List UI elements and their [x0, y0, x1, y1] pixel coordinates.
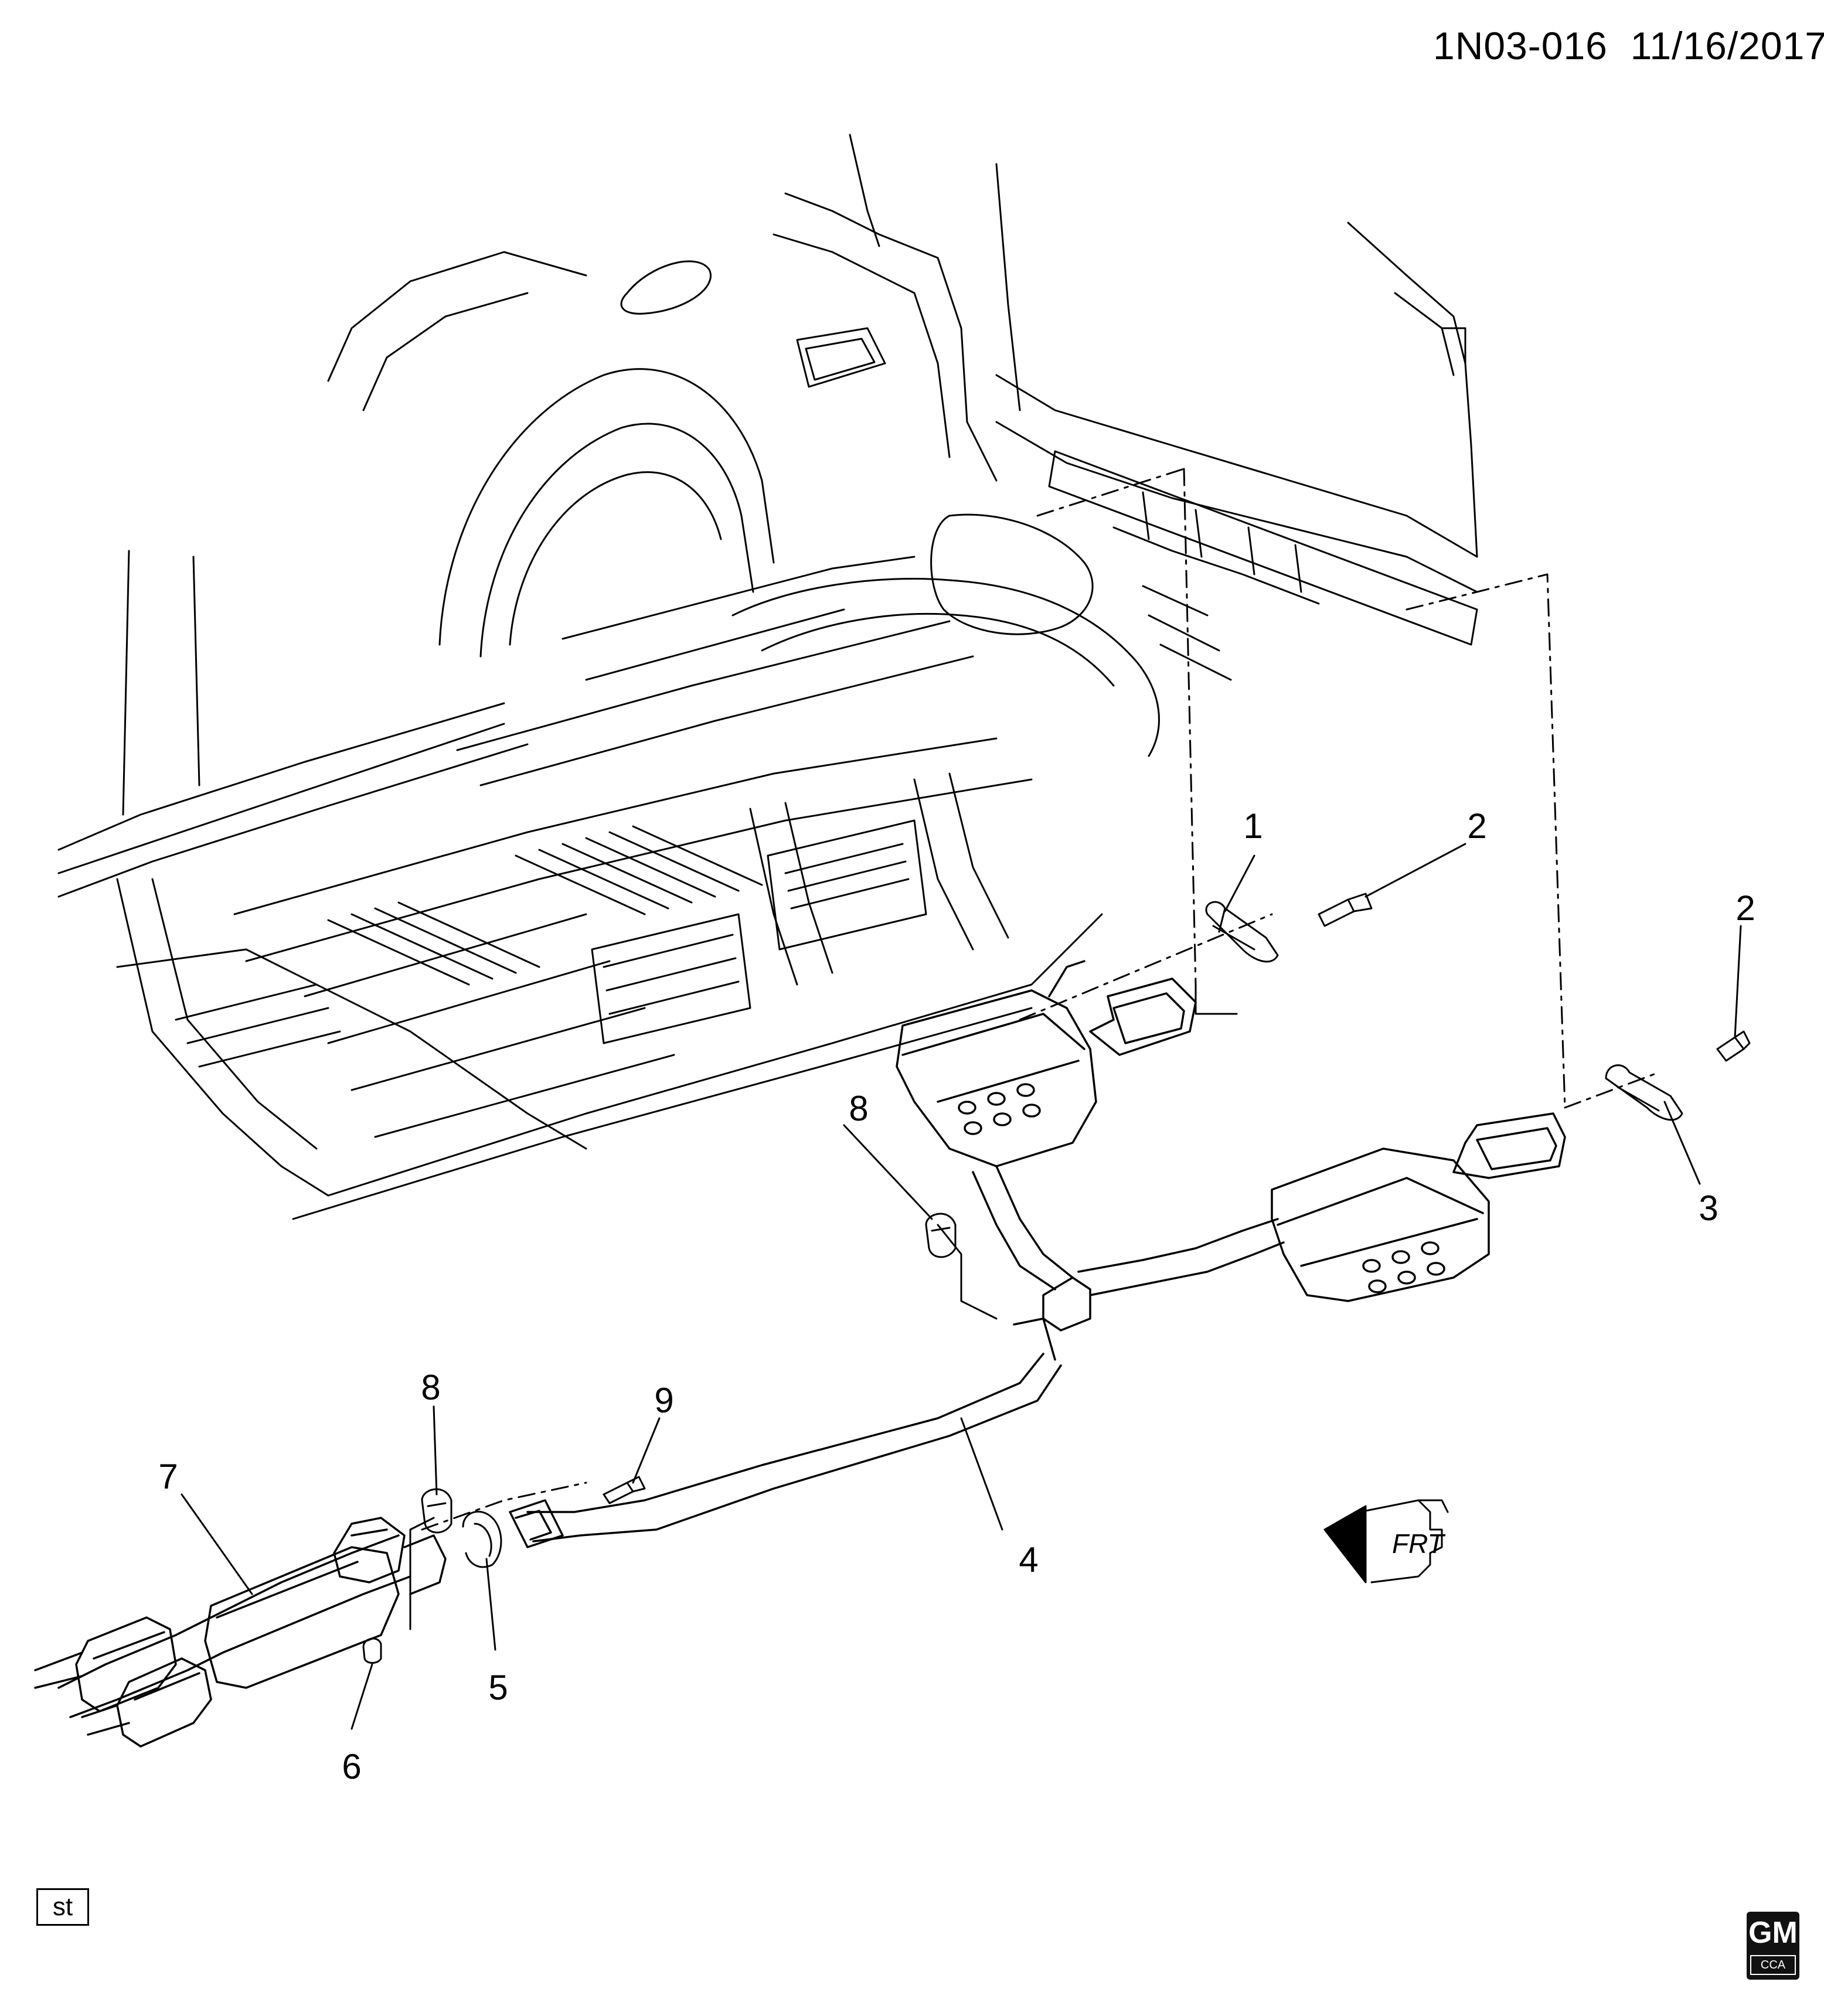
- callout-label: 6: [342, 1747, 361, 1786]
- isolator-front: [421, 1488, 452, 1534]
- diagram-header: 1N03-016 11/16/2017: [1433, 23, 1824, 68]
- bolt-front: [603, 1476, 646, 1504]
- callout-leaders: [181, 843, 1742, 1730]
- callout-label: 1: [1243, 806, 1262, 846]
- hanger-bracket-line: [1195, 983, 1238, 1015]
- vehicle-underbody: [57, 134, 1478, 1220]
- gm-logo-icon: GM CCA: [1747, 1912, 1799, 1980]
- st-badge: st: [36, 1888, 89, 1926]
- bolt-upper: [1318, 893, 1373, 927]
- exhaust-muffler-tailpipe-assembly: [509, 960, 1566, 1548]
- gm-logo-subtext: CCA: [1750, 1955, 1796, 1975]
- diagram-date: 11/16/2017: [1630, 24, 1824, 67]
- clamp: [462, 1510, 502, 1568]
- isolator-front-line: [409, 1517, 435, 1630]
- isolator-leader-line: [937, 1224, 998, 1320]
- callout-label: 9: [654, 1381, 673, 1420]
- leader-lines: [421, 468, 1660, 1531]
- callout-label: 8: [849, 1089, 868, 1128]
- hanger-bracket-left: [1205, 901, 1279, 963]
- gm-logo-text: GM: [1748, 1916, 1798, 1950]
- callout-label: 2: [1735, 888, 1755, 928]
- callout-label: 2: [1467, 806, 1486, 846]
- frt-label: FRT: [1392, 1528, 1445, 1559]
- callout-label: 7: [158, 1457, 178, 1496]
- converter-front-muffler-assembly: [34, 1517, 447, 1748]
- callout-label: 8: [421, 1368, 440, 1407]
- callout-label: 3: [1699, 1189, 1718, 1228]
- gasket: [362, 1637, 382, 1664]
- callout-label: 5: [488, 1668, 508, 1707]
- hanger-bracket-right: [1605, 1064, 1683, 1121]
- bolt-right: [1716, 1030, 1751, 1062]
- isolator-rear: [925, 1213, 957, 1258]
- diagram-code: 1N03-016: [1433, 24, 1608, 67]
- front-direction-arrow: [1323, 1499, 1449, 1583]
- callout-labels: 1 2 2 3 4 5 6 7 8 8 9: [158, 806, 1755, 1786]
- callout-label: 4: [1019, 1540, 1038, 1579]
